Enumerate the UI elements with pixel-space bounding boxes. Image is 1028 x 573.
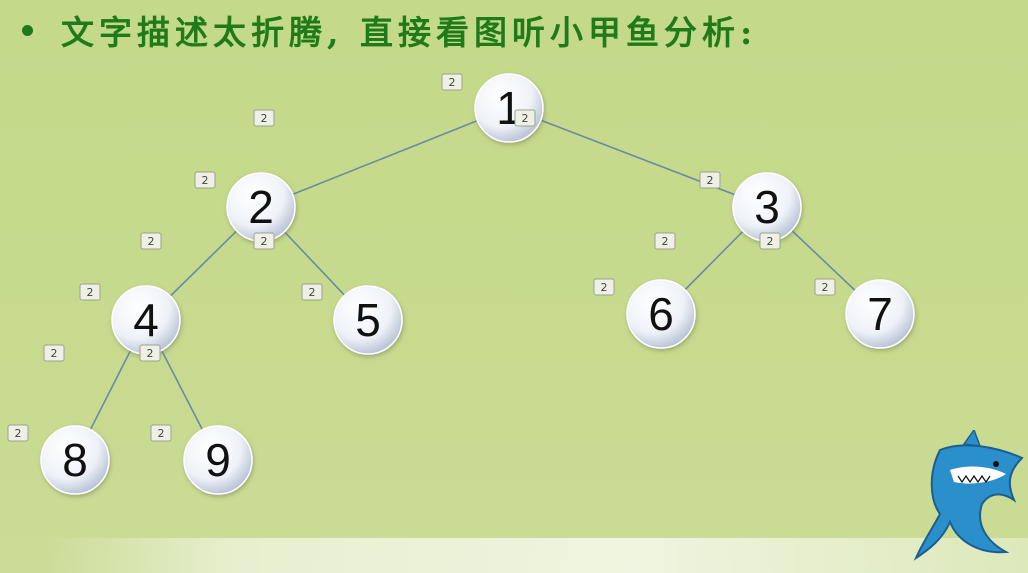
tag-badge: 2 <box>194 171 216 189</box>
tag-badge-label: 2 <box>261 235 268 248</box>
tag-badge-label: 2 <box>202 174 209 187</box>
tag-badge: 2 <box>301 283 323 301</box>
tag-badge-label: 2 <box>767 235 774 248</box>
tree-node-label: 8 <box>62 434 88 486</box>
tag-badge: 2 <box>43 344 65 362</box>
tag-badge-label: 2 <box>309 286 316 299</box>
tag-badge-label: 2 <box>158 427 165 440</box>
tag-badge: 2 <box>814 278 836 296</box>
bullet-icon <box>22 24 33 36</box>
tree-node-circle <box>845 279 915 349</box>
tree-node-4: 4 <box>111 285 181 355</box>
tag-badge: 2 <box>253 232 275 250</box>
tag-badge: 2 <box>441 73 463 91</box>
tag-badge: 2 <box>699 171 721 189</box>
tag-badge-label: 2 <box>522 112 529 125</box>
tag-badge: 2 <box>654 232 676 250</box>
edge-n1-n3 <box>508 107 768 208</box>
tag-badge-label: 2 <box>707 174 714 187</box>
tree-node-5: 5 <box>333 285 403 355</box>
tag-badge-label: 2 <box>261 112 268 125</box>
tree-node-2: 2 <box>226 172 296 242</box>
tag-badge-label: 2 <box>51 347 58 360</box>
tree-node-label: 9 <box>205 434 231 486</box>
tag-badge: 2 <box>759 232 781 250</box>
edge-n1-n2 <box>260 107 510 208</box>
tag-badge-label: 2 <box>147 347 154 360</box>
tree-node-circle <box>333 285 403 355</box>
slide-title-text: 文字描述太折腾, 直接看图听小甲鱼分析: <box>61 13 758 52</box>
tree-node-label: 3 <box>754 181 780 233</box>
tag-badge: 2 <box>514 109 536 127</box>
tag-badge: 2 <box>150 424 172 442</box>
tag-badge-label: 2 <box>601 281 608 294</box>
slide-title: 文字描述太折腾, 直接看图听小甲鱼分析: <box>22 8 757 52</box>
tree-node-label: 4 <box>133 294 159 346</box>
footer-band <box>40 538 1028 573</box>
tree-node-label: 7 <box>867 288 893 340</box>
tree-node-circle <box>626 279 696 349</box>
tree-node-1: 1 <box>474 73 544 143</box>
tree-node-8: 8 <box>40 425 110 495</box>
tag-badge: 2 <box>593 278 615 296</box>
tree-node-label: 5 <box>355 294 381 346</box>
tag-badge: 2 <box>140 232 162 250</box>
tag-badge-label: 2 <box>87 286 94 299</box>
tag-badge-label: 2 <box>148 235 155 248</box>
tag-badge-label: 2 <box>449 76 456 89</box>
tree-node-6: 6 <box>626 279 696 349</box>
shark-icon <box>913 430 1024 561</box>
tag-badge-label: 2 <box>15 427 22 440</box>
tree-node-circle <box>183 425 253 495</box>
tree-node-9: 9 <box>183 425 253 495</box>
tree-node-label: 2 <box>248 181 274 233</box>
tag-badge-label: 2 <box>822 281 829 294</box>
tag-badge: 2 <box>139 344 161 362</box>
tag-badge-label: 2 <box>662 235 669 248</box>
tag-badge: 2 <box>7 424 29 442</box>
tree-node-label: 6 <box>648 288 674 340</box>
tree-node-circle <box>40 425 110 495</box>
tag-badge: 2 <box>253 109 275 127</box>
tree-node-3: 3 <box>732 172 802 242</box>
tree-node-7: 7 <box>845 279 915 349</box>
tag-badge: 2 <box>79 283 101 301</box>
